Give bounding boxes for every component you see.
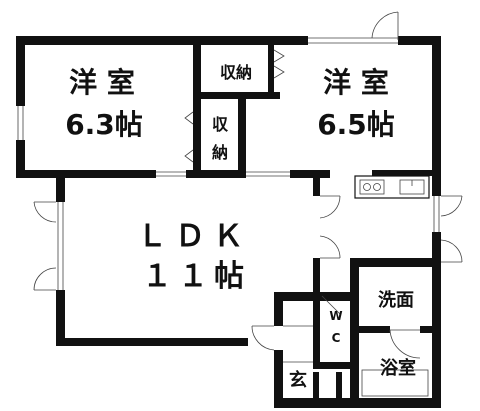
room-name-toilet-1: W [329, 309, 342, 323]
room-name-storage-mid-2: 納 [212, 143, 228, 162]
room-name-entrance: 玄 [289, 369, 307, 391]
room-size-western-right: 6.5帖 [317, 108, 395, 141]
room-name-western-right: 洋 室 [323, 66, 389, 99]
kitchen-counter [354, 175, 430, 199]
room-name-washroom: 洗面 [378, 289, 414, 311]
room-size-ldk: １１帖 [142, 259, 250, 294]
room-labels: 洋 室 6.3帖 洋 室 6.5帖 収納 収 納 ＬＤＫ １１帖 洗面 浴室 玄… [65, 63, 416, 391]
windows [17, 37, 440, 290]
doors [33, 11, 463, 363]
walls [16, 36, 441, 408]
bathtub [361, 369, 429, 397]
room-name-ldk: ＬＤＫ [137, 219, 251, 254]
room-name-toilet-2: C [332, 331, 341, 345]
room-name-storage-mid-1: 収 [212, 115, 229, 134]
room-name-bathroom: 浴室 [380, 357, 416, 379]
room-name-storage-top: 収納 [220, 63, 252, 82]
room-name-western-left: 洋 室 [69, 66, 135, 99]
room-size-western-left: 6.3帖 [65, 108, 143, 141]
